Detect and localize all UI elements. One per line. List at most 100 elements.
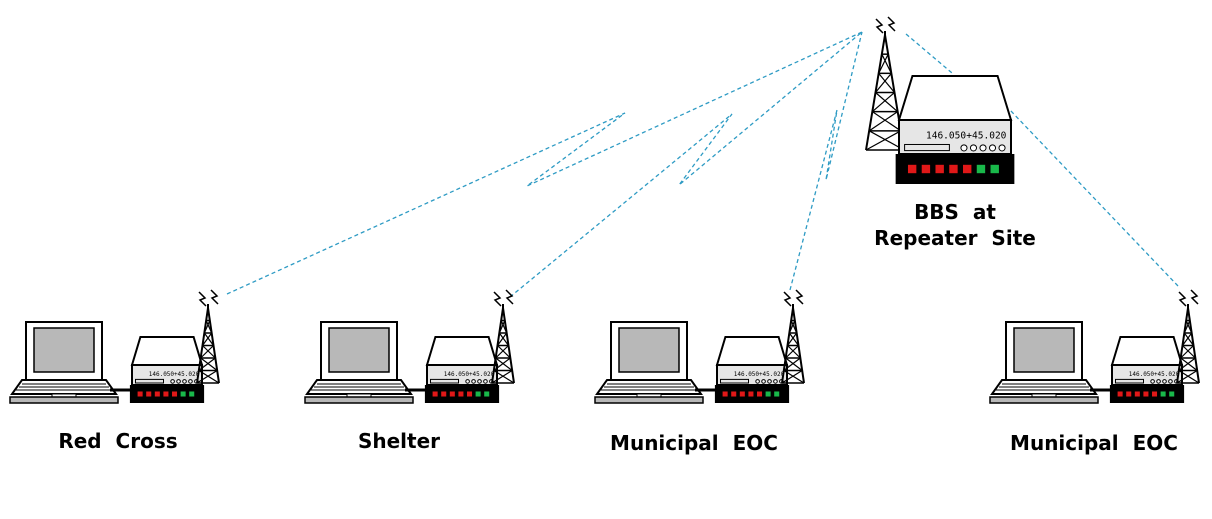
radio-top bbox=[425, 336, 499, 366]
radio-top bbox=[715, 336, 789, 366]
status-led-green bbox=[484, 391, 490, 397]
station-label-municipal-eoc-1: Municipal EOC bbox=[610, 431, 778, 455]
status-led-green bbox=[180, 391, 186, 397]
station-label-red-cross: Red Cross bbox=[58, 429, 178, 453]
status-led-red bbox=[146, 391, 152, 397]
status-led-red bbox=[449, 391, 455, 397]
knob-icon bbox=[483, 379, 488, 384]
station-antenna bbox=[196, 289, 220, 384]
knob-icon bbox=[465, 379, 470, 384]
station-antenna bbox=[781, 289, 805, 384]
repeater-site: 146.050+45.020 bbox=[865, 16, 1015, 184]
laptop-screen bbox=[1013, 327, 1075, 373]
status-led-red bbox=[921, 164, 931, 174]
status-led-red bbox=[458, 391, 464, 397]
knob-icon bbox=[1162, 379, 1167, 384]
lightning-icon bbox=[505, 289, 514, 305]
lightning-icon bbox=[875, 18, 884, 34]
knob-icon bbox=[188, 379, 193, 384]
offset-display: +45.020 bbox=[469, 371, 495, 378]
status-led-red bbox=[935, 164, 944, 174]
knob-icon bbox=[979, 144, 987, 152]
offset-display: +45.020 bbox=[1154, 371, 1180, 378]
knob-icon bbox=[170, 379, 175, 384]
knob-icon bbox=[761, 379, 766, 384]
station-municipal-eoc-2: 146.050+45.020 bbox=[989, 289, 1200, 404]
status-led-green bbox=[1169, 391, 1175, 397]
status-led-green bbox=[774, 391, 780, 397]
station-antenna bbox=[1176, 289, 1200, 384]
hub-label-line1: BBS at bbox=[914, 200, 996, 224]
lightning-icon bbox=[795, 289, 804, 305]
knob-icon bbox=[755, 379, 760, 384]
station-radio: 146.050+45.020 bbox=[1109, 336, 1185, 403]
hub-label-line2: Repeater Site bbox=[874, 226, 1036, 250]
knob-icon bbox=[998, 144, 1006, 152]
status-led-red bbox=[1117, 391, 1123, 397]
status-led-green bbox=[990, 164, 999, 174]
status-led-red bbox=[1134, 391, 1140, 397]
laptop bbox=[594, 321, 704, 404]
link-municipal-eoc-1 bbox=[789, 31, 863, 291]
repeater-radio: 146.050+45.020 bbox=[895, 75, 1015, 184]
link-municipal-eoc-2 bbox=[1009, 109, 1179, 287]
laptop bbox=[989, 321, 1099, 404]
knob-icon bbox=[1156, 379, 1161, 384]
laptop-base bbox=[989, 396, 1099, 404]
radio-top bbox=[130, 336, 204, 366]
status-led-green bbox=[475, 391, 481, 397]
status-led-red bbox=[1126, 391, 1132, 397]
radio-top bbox=[897, 75, 1013, 121]
knob-icon bbox=[988, 144, 997, 152]
offset-display: +45.020 bbox=[174, 371, 200, 378]
frequency-display: 146.050 bbox=[444, 371, 470, 378]
station-municipal-eoc-1: 146.050+45.020 bbox=[594, 289, 805, 404]
knob-icon bbox=[960, 144, 968, 152]
laptop-base bbox=[304, 396, 414, 404]
knob-icon bbox=[176, 379, 181, 384]
knob-icon bbox=[182, 379, 187, 384]
status-led-red bbox=[1143, 391, 1149, 397]
lightning-icon bbox=[198, 291, 207, 307]
knob-icon bbox=[773, 379, 778, 384]
status-led-green bbox=[1160, 391, 1166, 397]
lightning-icon bbox=[210, 289, 219, 305]
laptop bbox=[9, 321, 119, 404]
status-led-green bbox=[765, 391, 771, 397]
frequency-display: 146.050 bbox=[734, 371, 760, 378]
status-led-green bbox=[976, 164, 986, 174]
laptop-base bbox=[9, 396, 119, 404]
frequency-display: 146.050 bbox=[1129, 371, 1155, 378]
lightning-icon bbox=[1178, 291, 1187, 307]
station-label-municipal-eoc-2: Municipal EOC bbox=[1010, 431, 1178, 455]
status-led-red bbox=[963, 164, 972, 174]
station-red-cross: 146.050+45.020 bbox=[9, 289, 220, 404]
radio-top bbox=[1110, 336, 1184, 366]
knob-icon bbox=[1150, 379, 1155, 384]
status-led-red bbox=[432, 391, 438, 397]
knob-icon bbox=[471, 379, 476, 384]
status-led-red bbox=[907, 164, 917, 174]
knob-icon bbox=[969, 144, 978, 152]
offset-display: +45.020 bbox=[759, 371, 785, 378]
frequency-display: 146.050 bbox=[926, 131, 966, 142]
station-radio: 146.050+45.020 bbox=[424, 336, 500, 403]
status-led-red bbox=[163, 391, 169, 397]
station-radio: 146.050+45.020 bbox=[129, 336, 205, 403]
link-red-cross bbox=[226, 31, 863, 295]
status-led-red bbox=[441, 391, 447, 397]
link-repeater-top bbox=[905, 33, 953, 74]
laptop bbox=[304, 321, 414, 404]
radio-face bbox=[898, 119, 1012, 155]
status-led-red bbox=[467, 391, 473, 397]
station-antenna bbox=[491, 289, 515, 384]
lightning-icon bbox=[887, 16, 896, 32]
laptop-screen bbox=[328, 327, 390, 373]
station-radio: 146.050+45.020 bbox=[714, 336, 790, 403]
knob-icon bbox=[477, 379, 482, 384]
radio-links bbox=[226, 31, 1179, 298]
status-led-red bbox=[757, 391, 763, 397]
